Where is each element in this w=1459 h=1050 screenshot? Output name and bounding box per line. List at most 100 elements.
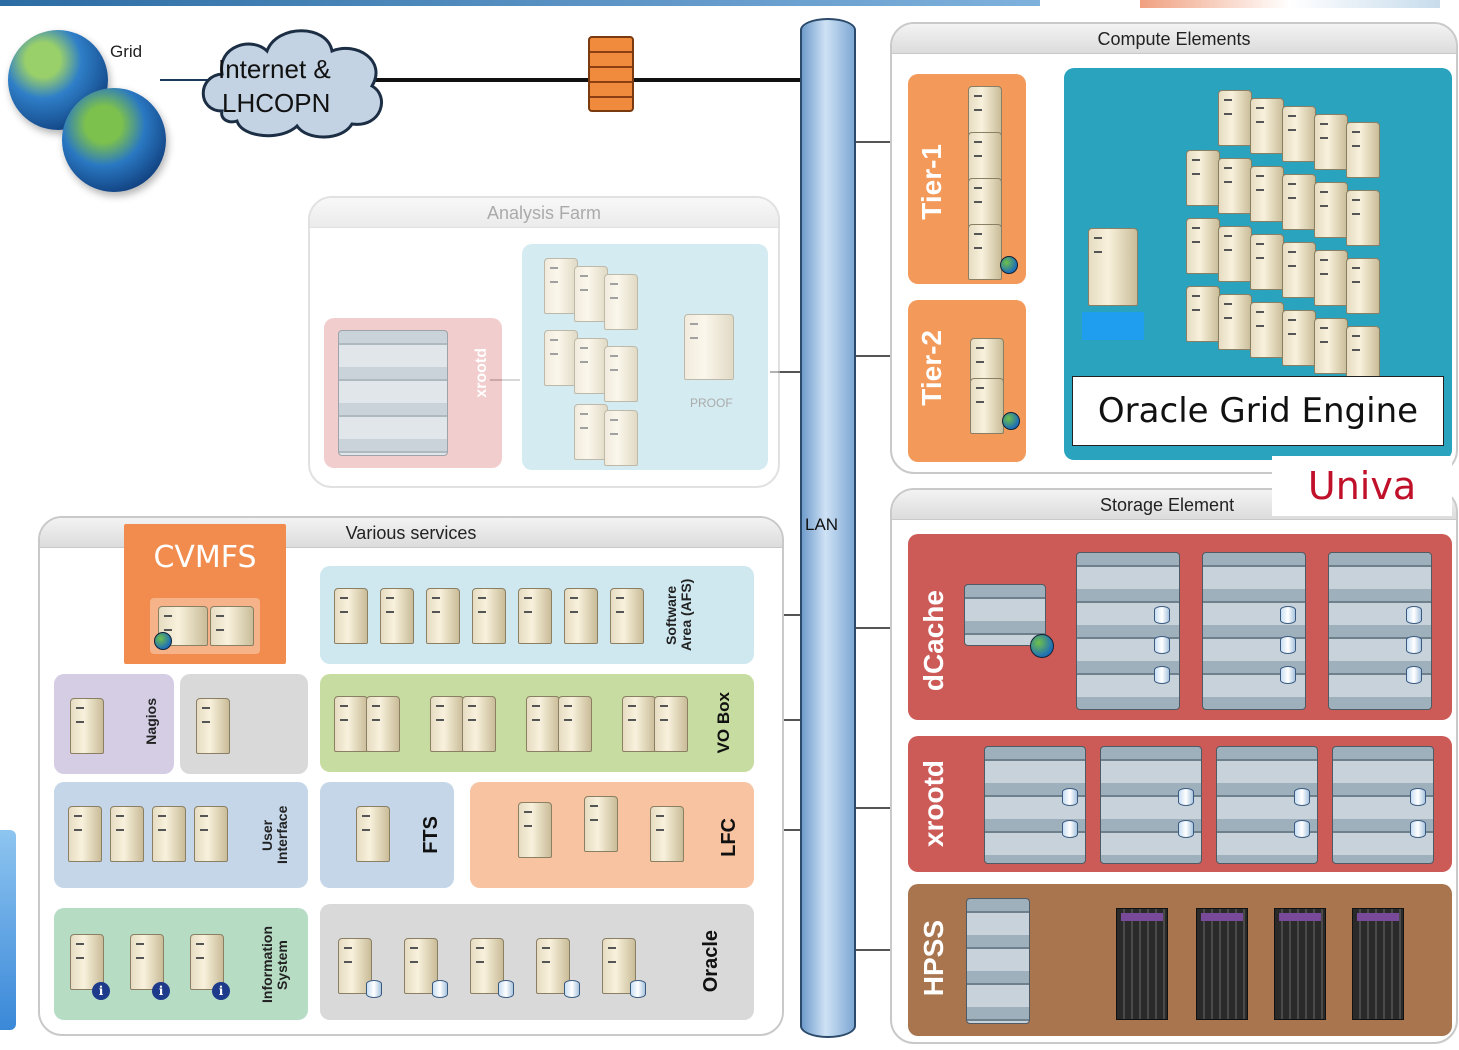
compute-elements-title: Compute Elements (892, 24, 1456, 54)
disk-icon (1178, 820, 1194, 838)
storage-rack-icon (1076, 552, 1180, 710)
fts-label: FTS (420, 816, 442, 854)
tape-library-icon (1116, 908, 1168, 1020)
disk-icon (1280, 606, 1296, 624)
server-icon (518, 588, 552, 644)
server-icon (334, 588, 368, 644)
server-icon (472, 588, 506, 644)
server-icon (1250, 98, 1284, 154)
info-icon: i (212, 982, 230, 1000)
server-icon (356, 806, 390, 862)
dcache-label: dCache (918, 590, 949, 692)
vo-box: VO Box (320, 674, 754, 772)
server-rack-icon (338, 330, 448, 456)
server-icon (544, 258, 578, 314)
tier2-label: Tier-2 (916, 330, 947, 406)
server-icon (604, 346, 638, 402)
oracle-label: Oracle (700, 930, 722, 993)
server-icon (1218, 226, 1252, 282)
disk-icon (1154, 606, 1170, 624)
disk-icon (1154, 666, 1170, 684)
server-icon (130, 934, 164, 990)
server-icon (604, 274, 638, 330)
server-icon (654, 696, 688, 752)
server-icon (1250, 302, 1284, 358)
lfc-label: LFC (718, 818, 740, 857)
server-icon (1186, 286, 1220, 342)
server-icon (366, 696, 400, 752)
server-icon (1282, 106, 1316, 162)
analysis-xrootd-box: xrootd (324, 318, 502, 468)
software-area-label: Software Area (AFS) (663, 578, 694, 652)
server-icon (574, 266, 608, 322)
server-icon (158, 606, 208, 646)
dcache-head-server-icon (964, 584, 1046, 646)
storage-rack-icon (1328, 552, 1432, 710)
disk-icon (1154, 636, 1170, 654)
server-icon (1282, 310, 1316, 366)
hpss-server-rack-icon (966, 898, 1030, 1024)
analysis-farm-panel: Analysis Farm xrootd PROOF (308, 196, 780, 488)
disk-icon (498, 980, 514, 998)
server-icon (544, 330, 578, 386)
vo-box-label: VO Box (714, 692, 733, 754)
server-icon (110, 806, 144, 862)
disk-icon (1294, 788, 1310, 806)
server-icon (1218, 158, 1252, 214)
tape-library-icon (1196, 908, 1248, 1020)
server-icon (968, 224, 1002, 280)
server-icon (558, 696, 592, 752)
grid-label: Grid (110, 42, 143, 61)
storage-element-panel: Storage Element dCache xrootd HPSS (890, 488, 1458, 1044)
information-system-box: i i i Information System (54, 908, 308, 1020)
globe-icon (154, 632, 172, 650)
server-icon (518, 802, 552, 858)
server-icon (1314, 182, 1348, 238)
server-icon (650, 806, 684, 862)
nagios-box: Nagios (54, 674, 174, 774)
globe-icon (1002, 412, 1020, 430)
top-banner (0, 0, 1040, 6)
proof-label: PROOF (690, 396, 733, 410)
server-icon (1218, 294, 1252, 350)
disk-icon (432, 980, 448, 998)
lfc-box: LFC (470, 782, 754, 888)
server-icon (1250, 166, 1284, 222)
server-icon (1314, 250, 1348, 306)
analysis-farm-title: Analysis Farm (310, 198, 778, 228)
server-icon (1250, 234, 1284, 290)
tier1-label: Tier-1 (916, 144, 947, 220)
server-icon (210, 606, 254, 646)
user-interface-box: User Interface (54, 782, 308, 888)
firewall-icon (588, 36, 634, 112)
server-icon (1282, 174, 1316, 230)
server-icon (564, 588, 598, 644)
hpss-label: HPSS (918, 920, 949, 997)
information-system-label: Information System (259, 926, 290, 1004)
disk-icon (1280, 636, 1296, 654)
top-right-logo-fragment (1140, 0, 1440, 8)
side-logo-fragment (0, 830, 16, 1030)
globe-icon (1030, 634, 1054, 658)
grid-globe-icon (62, 88, 166, 192)
server-icon (610, 588, 644, 644)
proof-server-icon (684, 314, 734, 380)
server-icon (68, 806, 102, 862)
disk-icon (1062, 820, 1078, 838)
server-icon (334, 696, 368, 752)
server-icon (1218, 90, 1252, 146)
cvmfs-box: CVMFS (124, 524, 286, 664)
cloud-label-line2: LHCOPN (222, 88, 331, 118)
disk-icon (366, 980, 382, 998)
blue-label-placeholder (1082, 312, 1144, 340)
globe-icon (1000, 256, 1018, 274)
disk-icon (564, 980, 580, 998)
tape-library-icon (1274, 908, 1326, 1020)
disk-icon (1406, 606, 1422, 624)
server-icon (574, 338, 608, 394)
oracle-box: Oracle (320, 904, 754, 1020)
hpss-box: HPSS (908, 884, 1452, 1036)
server-icon (152, 806, 186, 862)
server-icon (1186, 218, 1220, 274)
storage-xrootd-box: xrootd (908, 736, 1452, 872)
